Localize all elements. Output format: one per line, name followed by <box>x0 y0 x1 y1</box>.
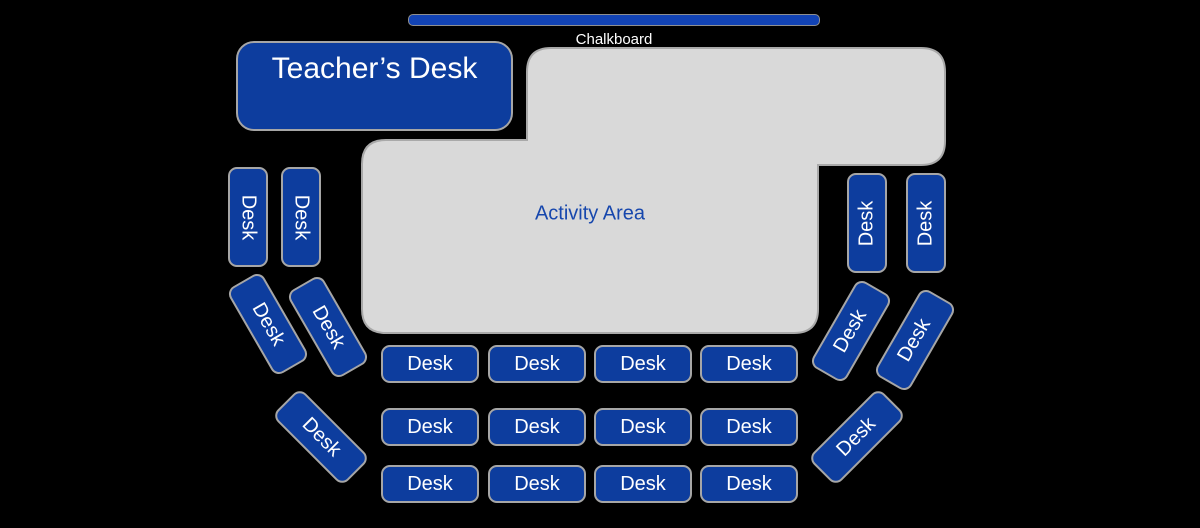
student-desk: Desk <box>594 465 692 503</box>
teachers-desk: Teacher’s Desk <box>236 41 513 131</box>
teachers-desk-label: Teacher’s Desk <box>271 52 478 85</box>
student-desk: Desk <box>488 408 586 446</box>
desk-label: Desk <box>290 194 313 240</box>
student-desk: Desk <box>906 173 946 273</box>
student-desk: Desk <box>594 345 692 383</box>
desk-label: Desk <box>726 472 772 495</box>
desk-label: Desk <box>620 352 666 375</box>
desk-label: Desk <box>620 472 666 495</box>
student-desk: Desk <box>381 408 479 446</box>
chalkboard <box>408 14 820 26</box>
student-desk: Desk <box>488 465 586 503</box>
desk-label: Desk <box>407 472 453 495</box>
desk-label: Desk <box>237 194 260 240</box>
desk-label: Desk <box>407 415 453 438</box>
desk-label: Desk <box>620 415 666 438</box>
desk-label: Desk <box>514 472 560 495</box>
desk-label: Desk <box>855 200 878 246</box>
desk-label: Desk <box>914 200 937 246</box>
student-desk: Desk <box>381 465 479 503</box>
desk-label: Desk <box>407 352 453 375</box>
student-desk: Desk <box>228 167 268 267</box>
student-desk: Desk <box>381 345 479 383</box>
activity-area-shape <box>361 47 946 334</box>
student-desk: Desk <box>847 173 887 273</box>
student-desk: Desk <box>700 408 798 446</box>
student-desk: Desk <box>281 167 321 267</box>
desk-label: Desk <box>514 352 560 375</box>
activity-area-label: Activity Area <box>534 202 646 225</box>
student-desk: Desk <box>700 465 798 503</box>
desk-label: Desk <box>514 415 560 438</box>
student-desk: Desk <box>594 408 692 446</box>
chalkboard-label: Chalkboard <box>575 31 653 48</box>
student-desk: Desk <box>488 345 586 383</box>
desk-label: Desk <box>726 415 772 438</box>
student-desk: Desk <box>700 345 798 383</box>
desk-label: Desk <box>726 352 772 375</box>
